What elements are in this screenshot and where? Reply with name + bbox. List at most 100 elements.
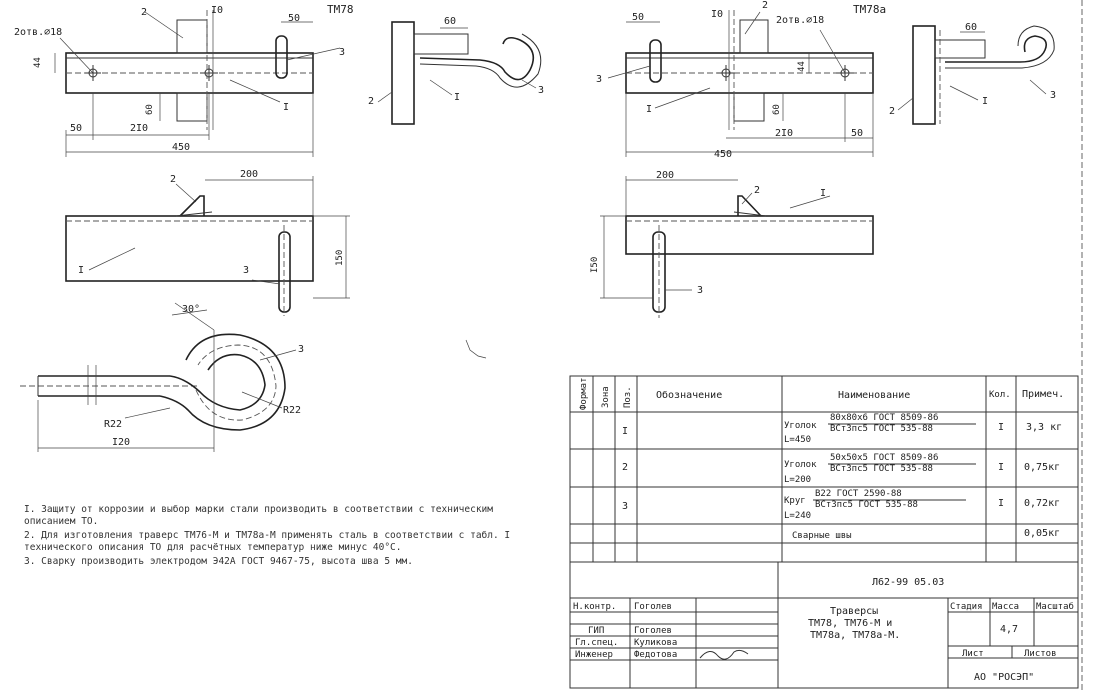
right-front-pos-3: 3 xyxy=(697,285,703,296)
right-side-dim-60: 60 xyxy=(965,22,977,33)
right-dim-60-vert: 60 xyxy=(772,104,782,115)
left-dim-50-bottom: 50 xyxy=(70,123,82,134)
left-dim-210: 2I0 xyxy=(130,123,148,134)
spec-welds-mass: 0,05кг xyxy=(1024,528,1060,539)
right-holes-label: 2отв.∅18 xyxy=(776,15,824,26)
spec-row-3-pos: 3 xyxy=(622,501,628,512)
left-dim-60-vert: 60 xyxy=(145,104,155,115)
spec-row-3-name-d: L=240 xyxy=(784,511,811,521)
right-side-angle xyxy=(934,39,986,59)
right-code: ТМ78а xyxy=(853,3,886,16)
left-front-pos-2: 2 xyxy=(170,174,176,185)
spec-row-3-name-a: Круг xyxy=(784,496,806,506)
right-front-dim-150: I50 xyxy=(590,257,600,273)
left-side-pos-3: 3 xyxy=(538,85,544,96)
right-side-pos-3: 3 xyxy=(1050,90,1056,101)
right-side-pos-2: 2 xyxy=(889,106,895,117)
spec-row-1-name-c: ВСт3пс5 ГОСТ 535-88 xyxy=(830,424,933,434)
right-drawing: 50 I0 2 2отв.∅18 ТМ78а 44 3 I 60 2I0 50 … xyxy=(590,0,1056,318)
left-dim-44: 44 xyxy=(33,57,43,68)
signer-name-3: Куликова xyxy=(634,638,677,648)
left-side-pos-2: 2 xyxy=(368,96,374,107)
right-dim-450: 450 xyxy=(714,149,732,160)
hook-inner-arc xyxy=(169,353,266,411)
spec-row-1-name-a: Уголок xyxy=(784,421,817,431)
spec-row-3-note: 0,72кг xyxy=(1024,498,1060,509)
left-side-dim-60: 60 xyxy=(444,16,456,27)
spec-row-2-name-d: L=200 xyxy=(784,475,811,485)
title-doc-number: Л62-99 05.03 xyxy=(872,577,944,588)
signer-role-3: Гл.спец. xyxy=(575,638,618,648)
left-front-dim-150: 150 xyxy=(335,250,345,266)
left-rod-top xyxy=(275,35,288,79)
left-front-angle-2 xyxy=(179,195,205,217)
spec-row-1-note: 3,3 кг xyxy=(1026,422,1062,433)
signer-name-4: Федотова xyxy=(634,650,677,660)
title-mass-value: 4,7 xyxy=(1000,624,1018,635)
right-side-pos-1: I xyxy=(982,96,988,107)
left-side-plate xyxy=(391,21,415,125)
title-sheets: Листов xyxy=(1024,649,1057,659)
spec-row-3-name-c: ВСт3пс5 ГОСТ 535-88 xyxy=(815,500,918,510)
title-stage: Стадия xyxy=(950,602,983,612)
left-side-angle xyxy=(413,33,469,55)
spec-row-1-pos: I xyxy=(622,426,628,437)
title-sheet: Лист xyxy=(962,649,984,659)
spec-row-2-qty: I xyxy=(998,462,1004,473)
title-block: Л62-99 05.03 Траверсы ТМ78, ТМ76-М и ТМ7… xyxy=(569,561,1079,689)
spec-row-3-name-b: В22 ГОСТ 2590-88 xyxy=(815,489,902,499)
scan-mark xyxy=(465,339,487,359)
spec-row-3-qty: I xyxy=(998,498,1004,509)
right-dim-44: 44 xyxy=(797,61,807,72)
left-front-pos-1: I xyxy=(78,265,84,276)
spec-welds-label: Сварные швы xyxy=(792,531,852,541)
left-front-dim-200: 200 xyxy=(240,169,258,180)
spec-table: Формат Зона Поз. Обозначение Наименовани… xyxy=(569,375,1079,563)
right-front-angle-2 xyxy=(737,195,762,217)
title-mass: Масса xyxy=(992,602,1019,612)
spec-row-2-name-b: 50х50х5 ГОСТ 8509-86 xyxy=(830,453,938,463)
left-post-top xyxy=(176,19,208,54)
right-dim-50-bottom: 50 xyxy=(851,128,863,139)
signer-role-2: ГИП xyxy=(588,626,604,636)
left-side-hook xyxy=(419,36,535,81)
left-code: ТМ78 xyxy=(327,3,354,16)
note-2: 2. Для изготовления траверс ТМ76-М и ТМ7… xyxy=(24,530,511,553)
title-scale: Масштаб xyxy=(1036,601,1074,612)
title-org: АО "РОСЭП" xyxy=(974,672,1034,683)
spec-row-1-qty: I xyxy=(998,422,1004,433)
left-pos-1-label: I xyxy=(283,102,289,113)
left-dim-50-top: 50 xyxy=(288,13,300,24)
hook-dim-120: I20 xyxy=(112,437,130,448)
hook-angle-30: 30° xyxy=(182,304,200,315)
title-line-3: ТМ78а, ТМ78а-М. xyxy=(810,630,900,641)
right-front-dim-200: 200 xyxy=(656,170,674,181)
left-pos-3-label: 3 xyxy=(339,47,345,58)
spec-header-zone: Зона xyxy=(601,386,611,408)
left-dim-10: I0 xyxy=(211,5,223,16)
left-drawing: 2отв.∅18 44 2 I0 50 ТМ78 3 I 60 50 2I0 4… xyxy=(14,3,544,452)
left-front-body xyxy=(65,215,314,282)
title-block-frame xyxy=(569,561,1079,689)
signer-name-2: Гоголев xyxy=(634,626,672,636)
left-holes-label: 2отв.∅18 xyxy=(14,27,62,38)
spec-row-2-name-c: ВСт3пс5 ГОСТ 535-88 xyxy=(830,464,933,474)
right-front-body xyxy=(625,215,874,255)
left-side-pos-1: I xyxy=(454,92,460,103)
right-side-hook xyxy=(945,35,1048,63)
right-side-plate xyxy=(912,25,936,125)
right-front-pos-2: 2 xyxy=(754,185,760,196)
right-pos-2-label: 2 xyxy=(762,0,768,11)
spec-header-pos: Поз. xyxy=(623,386,633,408)
right-dim-50-top: 50 xyxy=(632,12,644,23)
note-3: 3. Сварку производить электродом Э42А ГО… xyxy=(24,556,413,567)
hook-r22-left: R22 xyxy=(104,419,122,430)
right-front-pos-1: I xyxy=(820,188,826,199)
hook-outer-arc xyxy=(159,333,286,431)
spec-row-1-name-b: 80х80х6 ГОСТ 8509-86 xyxy=(830,413,938,423)
hook-r22-right: R22 xyxy=(283,405,301,416)
left-dim-450: 450 xyxy=(172,142,190,153)
spec-header-name: Наименование xyxy=(838,390,910,401)
signature-mark xyxy=(699,649,749,660)
right-dim-210: 2I0 xyxy=(775,128,793,139)
